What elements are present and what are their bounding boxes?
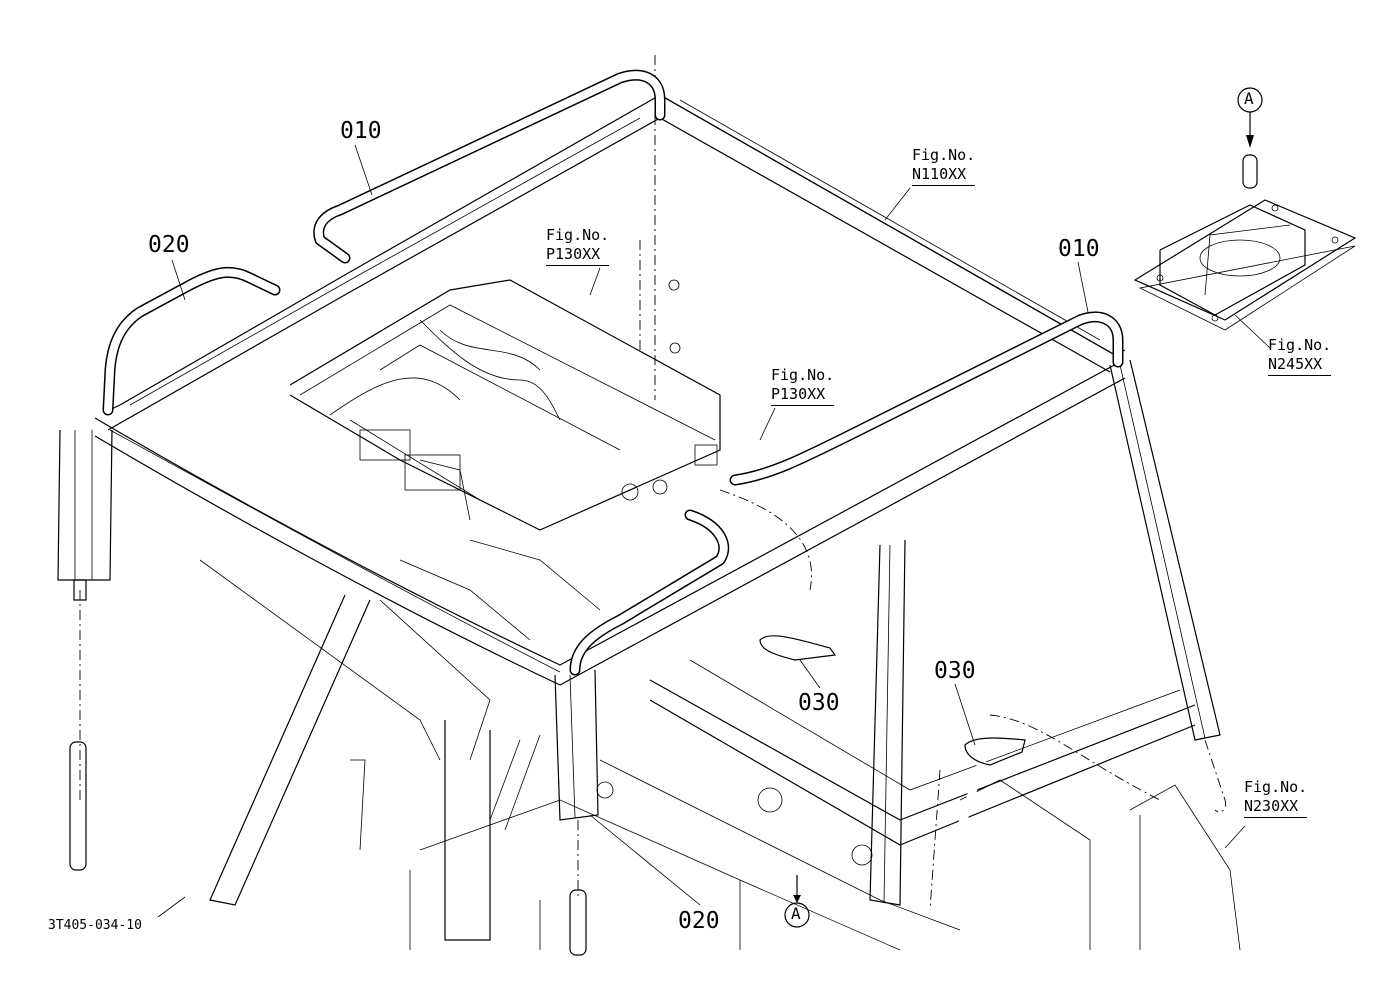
- fig-ref-n245[interactable]: Fig.No. N245XX: [1268, 336, 1332, 376]
- fig-ref-code: P130XX: [546, 245, 610, 266]
- fig-ref-code: P130XX: [771, 385, 835, 406]
- fig-ref-label: Fig.No.: [912, 146, 976, 164]
- callout-020-bottom: 020: [678, 908, 720, 934]
- drawing-code: 3T405-034-10: [48, 918, 142, 933]
- callout-030-right: 030: [934, 658, 976, 684]
- fig-ref-p130-mid[interactable]: Fig.No. P130XX: [771, 366, 835, 406]
- frame-outline: [57, 55, 1241, 951]
- fig-ref-label: Fig.No.: [546, 226, 610, 244]
- clamp-030-right[interactable]: [931, 716, 1026, 914]
- clamp-030-mid[interactable]: [759, 594, 837, 684]
- fig-ref-p130-top[interactable]: Fig.No. P130XX: [546, 226, 610, 266]
- fig-ref-n230[interactable]: Fig.No. N230XX: [1244, 778, 1308, 818]
- view-marker-a-top: A: [1244, 89, 1254, 108]
- tube-020-left[interactable]: [102, 266, 281, 416]
- callout-030-mid: 030: [798, 690, 840, 716]
- mount-plate[interactable]: [1133, 199, 1357, 331]
- tube-020-front[interactable]: [569, 509, 730, 676]
- callout-010-left: 010: [340, 118, 382, 144]
- fig-ref-code: N245XX: [1268, 355, 1332, 376]
- fig-ref-label: Fig.No.: [771, 366, 835, 384]
- callout-010-right: 010: [1058, 236, 1100, 262]
- pin-top-right[interactable]: [1242, 154, 1258, 189]
- view-arrow-bottom: [784, 875, 810, 928]
- fig-ref-label: Fig.No.: [1268, 336, 1332, 354]
- tube-010-left[interactable]: [313, 69, 666, 264]
- fig-ref-n110[interactable]: Fig.No. N110XX: [912, 146, 976, 186]
- fig-ref-label: Fig.No.: [1244, 778, 1308, 796]
- rod-left[interactable]: [69, 579, 87, 871]
- callout-020-left: 020: [148, 232, 190, 258]
- fig-ref-code: N230XX: [1244, 797, 1308, 818]
- view-arrow-top: [1237, 87, 1263, 148]
- leader-lines: [157, 144, 1271, 918]
- rod-bottom[interactable]: [569, 889, 587, 956]
- view-marker-a-bottom: A: [791, 904, 801, 923]
- fig-ref-code: N110XX: [912, 165, 976, 186]
- tube-010-right[interactable]: [729, 311, 1124, 486]
